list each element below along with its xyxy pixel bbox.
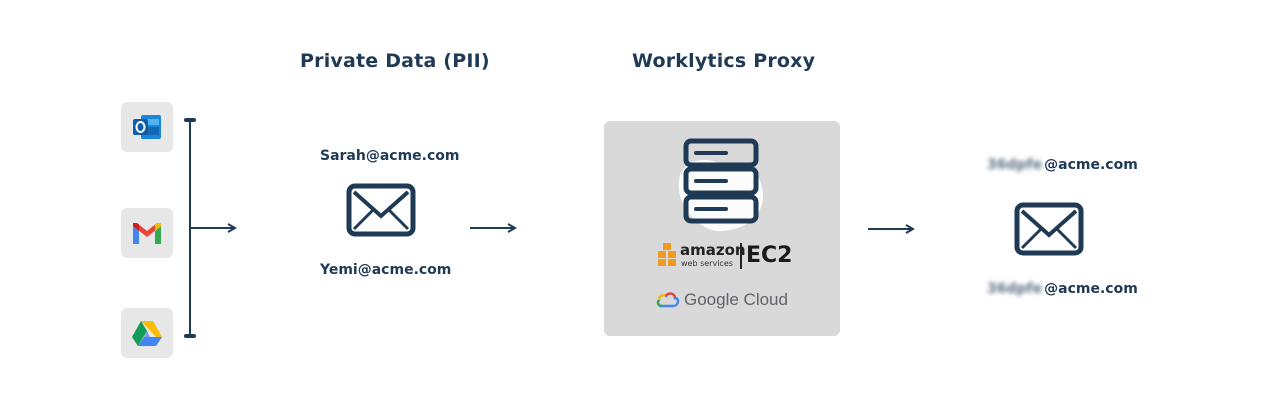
source-bracket bbox=[184, 118, 238, 338]
pii-email-1: Sarah@acme.com bbox=[320, 148, 460, 164]
pii-mail-icon bbox=[346, 183, 416, 237]
pii-heading: Private Data (PII) bbox=[300, 50, 490, 72]
hashed-id: 36dpfe bbox=[987, 157, 1043, 173]
aws-word: amazon bbox=[680, 241, 746, 259]
source-gmail bbox=[121, 208, 173, 258]
aws-ec2-logo: amazon web services EC2 bbox=[656, 241, 796, 275]
aws-cubes-icon bbox=[658, 243, 676, 266]
envelope-icon bbox=[1014, 202, 1084, 256]
arrow-from-proxy bbox=[868, 224, 916, 234]
output-domain: @acme.com bbox=[1044, 281, 1138, 297]
source-outlook bbox=[121, 102, 173, 152]
envelope-icon bbox=[346, 183, 416, 237]
ec2-label: EC2 bbox=[746, 243, 793, 268]
google-drive-icon bbox=[132, 321, 162, 346]
proxy-heading: Worklytics Proxy bbox=[632, 50, 816, 72]
aws-divider bbox=[740, 243, 742, 269]
google-cloud-logo: Google Cloud bbox=[656, 289, 806, 313]
output-email-1: 36dpfe@acme.com bbox=[987, 157, 1138, 173]
arrow-to-proxy bbox=[470, 223, 518, 233]
outlook-icon bbox=[133, 115, 161, 139]
google-cloud-icon bbox=[656, 292, 680, 308]
output-domain: @acme.com bbox=[1044, 157, 1138, 173]
server-stack-icon bbox=[678, 138, 763, 232]
aws-sub: web services bbox=[681, 259, 733, 268]
hashed-id: 36dpfe bbox=[987, 281, 1043, 297]
proxy-box: amazon web services EC2 Google Cloud bbox=[604, 121, 840, 336]
output-mail-icon bbox=[1014, 202, 1084, 256]
output-email-2: 36dpfe@acme.com bbox=[987, 281, 1138, 297]
pii-email-2: Yemi@acme.com bbox=[320, 262, 452, 278]
gcp-label: Google Cloud bbox=[684, 290, 788, 309]
gmail-icon bbox=[133, 223, 161, 244]
source-google-drive bbox=[121, 308, 173, 358]
